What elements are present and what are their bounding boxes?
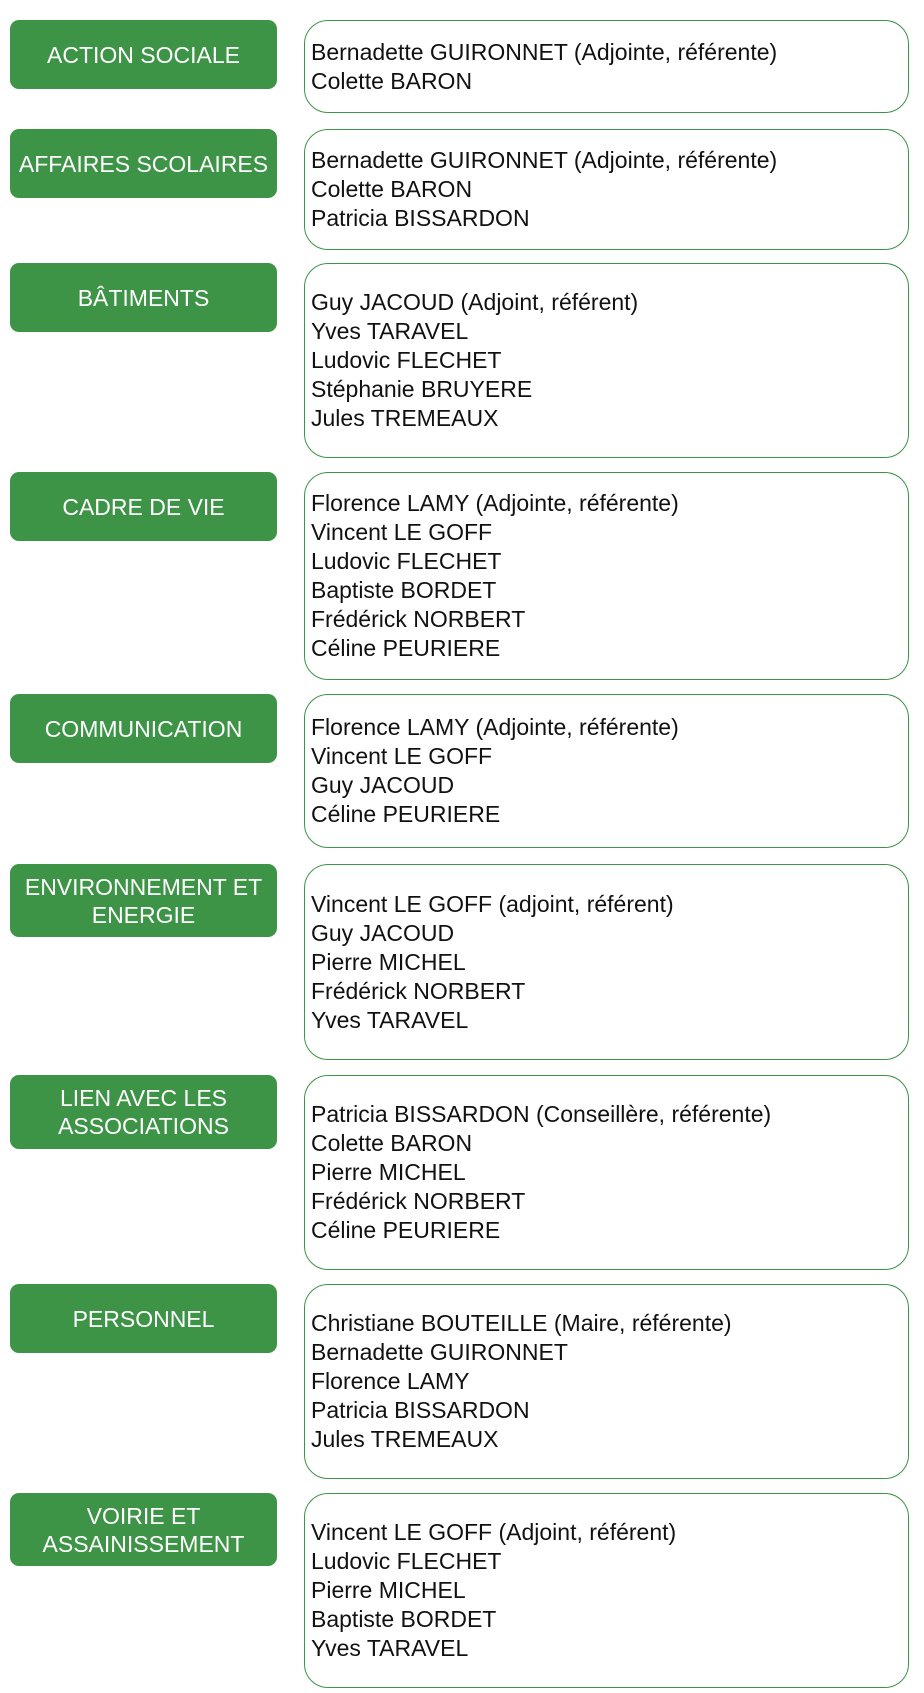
members-box-affaires-scolaires: Bernadette GUIRONNET (Adjointe, référent… (304, 129, 909, 250)
member-name: Ludovic FLECHET (311, 548, 502, 574)
commission-title-cadre-de-vie: CADRE DE VIE (10, 472, 277, 541)
member-name: Céline PEURIERE (311, 801, 501, 827)
member-name: Yves TARAVEL (311, 1635, 469, 1661)
member-name: Patricia BISSARDON (311, 205, 530, 231)
member-name: Florence LAMY (Adjointe, référente) (311, 490, 679, 516)
members-box-batiments: Guy JACOUD (Adjoint, référent) Yves TARAV… (304, 263, 909, 458)
member-name: Vincent LE GOFF (Adjoint, référent) (311, 1519, 677, 1545)
members-box-personnel: Christiane BOUTEILLE (Maire, référente) B… (304, 1284, 909, 1479)
members-box-communication: Florence LAMY (Adjointe, référente) Vince… (304, 694, 909, 848)
members-box-voirie-et-assainissement: Vincent LE GOFF (Adjoint, référent) Ludov… (304, 1493, 909, 1688)
member-name: Colette BARON (311, 176, 473, 202)
commission-title-text: LIEN AVEC LES ASSOCIATIONS (58, 1085, 229, 1139)
member-name: Patricia BISSARDON (311, 1397, 530, 1423)
commission-title-text: ACTION SOCIALE (47, 41, 240, 68)
member-name: Céline PEURIERE (311, 635, 501, 661)
member-name: Bernadette GUIRONNET (Adjointe, référent… (311, 147, 778, 173)
members-box-environnement-et-energie: Vincent LE GOFF (adjoint, référent)Guy J… (304, 864, 909, 1060)
commission-title-lien-avec-les-associations: LIEN AVEC LES ASSOCIATIONS (10, 1075, 277, 1149)
member-name: Ludovic FLECHET (311, 1548, 502, 1574)
member-name: Guy JACOUD (311, 772, 455, 798)
member-name: Jules TREMEAUX (311, 405, 499, 431)
member-name: Christiane BOUTEILLE (Maire, référente) (311, 1310, 732, 1336)
member-name: Bernadette GUIRONNET (Adjointe, référent… (311, 38, 778, 65)
commission-title-text: VOIRIE ET ASSAINISSEMENT (42, 1502, 245, 1557)
commission-title-communication: COMMUNICATION (10, 694, 277, 763)
commission-title-text: COMMUNICATION (44, 715, 243, 742)
member-name: Frédérick NORBERT (311, 606, 526, 632)
member-name: Pierre MICHEL (311, 948, 466, 975)
member-name: Jules TREMEAUX (311, 1426, 499, 1452)
member-name: Baptiste BORDET (311, 577, 497, 603)
members-box-lien-avec-les-associations: Patricia BISSARDON (Conseillère, référen… (304, 1075, 909, 1270)
member-name: Yves TARAVEL (311, 318, 469, 344)
member-name: Guy JACOUD (Adjoint, référent) (311, 289, 639, 315)
commission-title-affaires-scolaires: AFFAIRES SCOLAIRES (10, 129, 277, 198)
member-name: Florence LAMY (311, 1368, 470, 1394)
member-name: Colette BARON (311, 1130, 473, 1156)
member-name: Vincent LE GOFF (311, 519, 493, 545)
commission-title-text: PERSONNEL (72, 1305, 215, 1332)
member-name: Pierre MICHEL (311, 1159, 466, 1185)
member-name: Yves TARAVEL (311, 1006, 469, 1033)
member-name: Guy JACOUD (311, 919, 455, 946)
commission-title-text: AFFAIRES SCOLAIRES (18, 150, 269, 177)
commission-title-text: BÂTIMENTS (77, 284, 210, 311)
member-name: Stéphanie BRUYERE (311, 376, 533, 402)
members-box-action-sociale: Bernadette GUIRONNET (Adjointe, référent… (304, 20, 909, 113)
member-name: Patricia BISSARDON (Conseillère, référen… (311, 1101, 772, 1127)
commission-title-personnel: PERSONNEL (10, 1284, 277, 1353)
member-name: Vincent LE GOFF (311, 743, 493, 769)
commission-title-voirie-et-assainissement: VOIRIE ET ASSAINISSEMENT (10, 1493, 277, 1566)
commission-title-text: ENVIRONNEMENT ET ENERGIE (24, 873, 263, 928)
member-name: Colette BARON (311, 67, 473, 94)
member-name: Bernadette GUIRONNET (311, 1339, 568, 1365)
commission-title-environnement-et-energie: ENVIRONNEMENT ET ENERGIE (10, 864, 277, 937)
member-name: Ludovic FLECHET (311, 347, 502, 373)
member-name: Céline PEURIERE (311, 1217, 501, 1243)
commission-title-action-sociale: ACTION SOCIALE (10, 20, 277, 89)
member-name: Frédérick NORBERT (311, 977, 526, 1004)
member-name: Pierre MICHEL (311, 1577, 466, 1603)
member-name: Frédérick NORBERT (311, 1188, 526, 1214)
member-name: Vincent LE GOFF (adjoint, référent) (311, 890, 674, 917)
members-box-cadre-de-vie: Florence LAMY (Adjointe, référente) Vince… (304, 472, 909, 680)
commission-title-batiments: BÂTIMENTS (10, 263, 277, 332)
member-name: Florence LAMY (Adjointe, référente) (311, 714, 679, 740)
commission-title-text: CADRE DE VIE (62, 493, 225, 520)
member-name: Baptiste BORDET (311, 1606, 497, 1632)
